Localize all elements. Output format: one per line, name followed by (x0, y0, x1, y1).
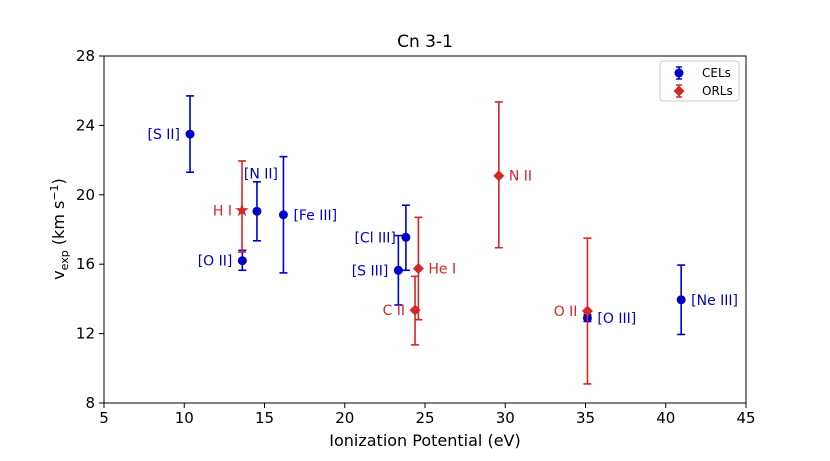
data-point (412, 263, 424, 275)
x-tick-label: 40 (656, 409, 675, 427)
legend-label: ORLs (702, 84, 733, 98)
data-point (493, 170, 505, 182)
data-label: O II (554, 304, 578, 320)
data-label: [Cl III] (354, 230, 395, 246)
y-tick-label: 8 (85, 394, 95, 412)
x-tick-label: 35 (576, 409, 595, 427)
data-label: H I (213, 203, 232, 219)
y-axis-label-unit-open: (km s (49, 201, 68, 251)
y-tick-label: 12 (76, 325, 95, 343)
data-label: [O III] (597, 311, 636, 327)
plot-area: 5 10 15 20 25 30 35 40 45 8 12 16 20 24 28 [S II] [O I… (76, 47, 756, 427)
legend-marker (673, 85, 685, 97)
data-label: [N II] (244, 166, 278, 182)
y-tick-label: 16 (76, 255, 95, 273)
data-point (676, 295, 686, 305)
series-layer: [S II] [O II] [N II] [Fe III] [S III] [Cl III… (147, 95, 738, 385)
y-axis-label-sub: exp (58, 250, 71, 270)
x-tick-label: 25 (415, 409, 434, 427)
legend-marker (674, 68, 684, 78)
series-cels: [S II] [O II] [N II] [Fe III] [S III] [Cl III… (147, 95, 738, 336)
x-tick-label: 45 (736, 409, 755, 427)
plot-frame (103, 55, 747, 404)
series-orls: H I C II He I N II O II (213, 101, 593, 385)
y-tick-label: 20 (76, 186, 95, 204)
data-point (581, 305, 593, 317)
x-tick-label: 20 (335, 409, 354, 427)
data-point (401, 232, 411, 242)
y-axis-label-unit-close: ) (49, 178, 68, 184)
data-label: [S II] (147, 127, 180, 143)
data-point (237, 256, 247, 266)
legend-label: CELs (702, 66, 731, 80)
data-label: He I (428, 262, 456, 278)
x-tick-label: 30 (496, 409, 515, 427)
x-tick-label: 15 (255, 409, 274, 427)
data-label: [Fe III] (293, 208, 337, 224)
x-axis-label: Ionization Potential (eV) (329, 431, 520, 450)
data-label: [S III] (352, 263, 389, 279)
y-tick-label: 28 (76, 47, 95, 65)
data-label: [Ne III] (691, 293, 738, 309)
y-axis: 8 12 16 20 24 28 (76, 47, 104, 412)
data-point (185, 129, 195, 139)
x-tick-label: 10 (175, 409, 194, 427)
data-point (235, 203, 249, 217)
data-label: N II (509, 169, 532, 185)
data-label: [O II] (198, 254, 233, 270)
x-axis: 5 10 15 20 25 30 35 40 45 (99, 403, 756, 427)
data-point (278, 210, 288, 220)
data-point (252, 206, 262, 216)
x-tick-label: 5 (99, 409, 109, 427)
chart-title: Cn 3-1 (397, 32, 453, 52)
data-point (393, 265, 403, 275)
y-axis-label: vexp (km s−1) (48, 178, 71, 280)
y-axis-label-unit-sup: −1 (48, 184, 61, 200)
y-tick-label: 24 (76, 116, 95, 134)
data-label: C II (383, 303, 405, 319)
y-axis-label-base: v (49, 270, 68, 279)
